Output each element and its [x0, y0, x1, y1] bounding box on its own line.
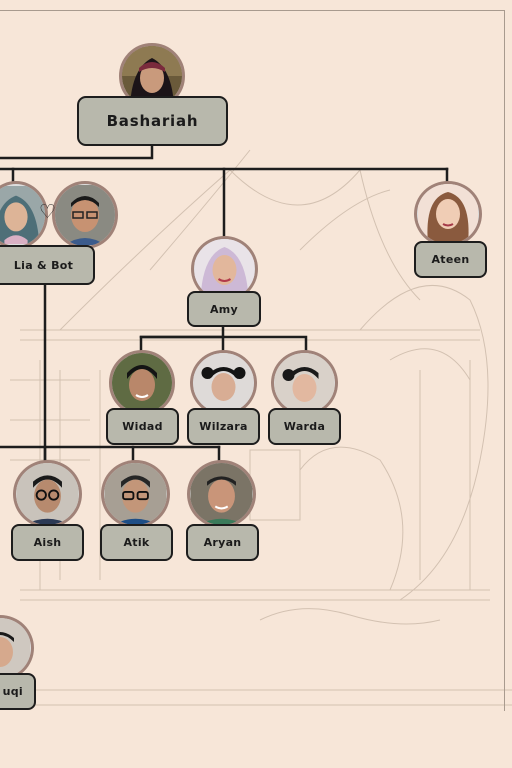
wilzara-label: Wilzara: [187, 408, 260, 445]
bot-photo: [52, 181, 118, 249]
wilzara-photo: [190, 350, 257, 416]
partial-member-label: uqi: [0, 673, 36, 710]
ateen-photo: [414, 181, 482, 247]
aryan-label: Aryan: [186, 524, 259, 561]
bashariah-label: Bashariah: [77, 96, 228, 146]
aish-photo: [13, 460, 82, 528]
widad-photo: [109, 350, 175, 416]
ateen-label: Ateen: [414, 241, 487, 278]
warda-label: Warda: [268, 408, 341, 445]
warda-photo: [271, 350, 338, 416]
sketch-frame: [0, 10, 505, 711]
widad-label: Widad: [106, 408, 179, 445]
atik-label: Atik: [100, 524, 173, 561]
aryan-photo: [187, 460, 256, 528]
amy-label: Amy: [187, 291, 261, 327]
aish-label: Aish: [11, 524, 84, 561]
atik-photo: [101, 460, 170, 528]
lia-photo: [0, 181, 48, 249]
partial-member-name: uqi: [2, 685, 23, 698]
lia-bot-label: Lia & Bot: [0, 245, 95, 285]
heart-icon: ♡: [39, 201, 57, 223]
